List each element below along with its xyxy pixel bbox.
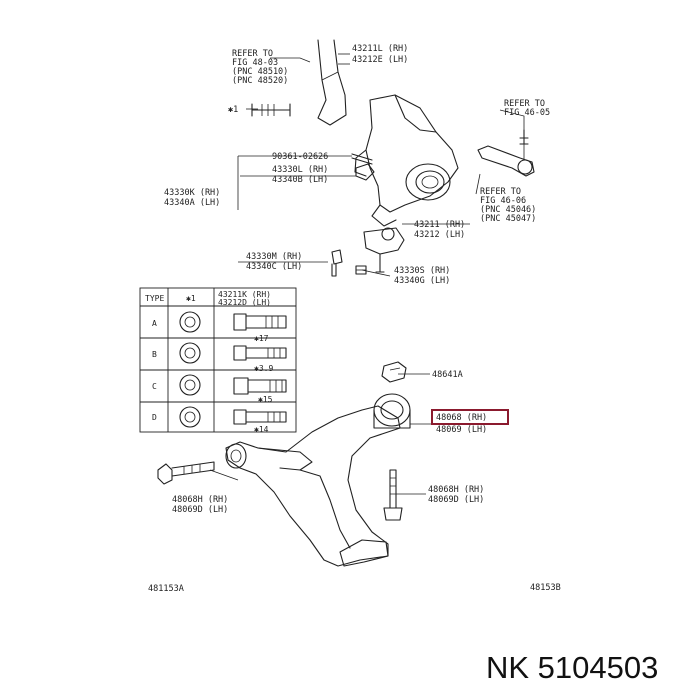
- label-knuckle-lh: 43212E (LH): [352, 55, 408, 65]
- label-bj3-rh: 43330S (RH): [394, 266, 450, 276]
- label-nut: 48641A: [432, 370, 463, 380]
- label-bolt-left-rh: 48068H (RH): [172, 495, 228, 505]
- lower-control-arm-drawing: [225, 393, 411, 567]
- table-row-type: B: [152, 350, 157, 359]
- lock-nut-drawing: [381, 361, 407, 383]
- label-bolt-right-lh: 48069D (LH): [428, 495, 484, 505]
- table-row-type: A: [152, 319, 157, 328]
- part-number-caption: NK 5104503: [486, 650, 658, 685]
- table-row-note: ✱17: [254, 334, 269, 343]
- table-header-rh: 43211K (RH): [218, 290, 271, 299]
- left-arm-bolt-drawing: [157, 461, 215, 485]
- label-refer-right-2: FIG 46-05: [504, 108, 550, 118]
- ball-joint-drawing: [363, 227, 405, 273]
- tie-rod-end-drawing: [477, 129, 535, 177]
- highlight-box: [431, 409, 509, 425]
- label-knuckle-rh: 43211L (RH): [352, 44, 408, 54]
- label-refer-mid-4: (PNC 45047): [480, 214, 536, 224]
- label-bj3-lh: 43340G (LH): [394, 276, 450, 286]
- label-arm-rh: 48068 (RH): [436, 413, 487, 423]
- label-refer-top-3: (PNC 48510): [232, 67, 288, 77]
- label-joint-rh: 43330K (RH): [164, 188, 220, 198]
- table-row-type: C: [152, 382, 157, 391]
- label-code-right: 48153B: [530, 583, 561, 593]
- label-refer-mid-3: (PNC 45046): [480, 205, 536, 215]
- label-bj2-lh: 43340C (LH): [246, 262, 302, 272]
- table-header-lh: 43212D (LH): [218, 298, 271, 307]
- label-refer-mid-1: REFER TO: [480, 187, 521, 197]
- label-refer-top-4: (PNC 48520): [232, 76, 288, 86]
- type-table: TYPE ✱1 43211K (RH) 43212D (LH) A ✱17 B …: [139, 287, 297, 434]
- label-joint-lh: 43340A (LH): [164, 198, 220, 208]
- table-row-note: ✱15: [258, 395, 273, 404]
- table-header-type: TYPE: [145, 294, 164, 303]
- label-bolt-left-lh: 48069D (LH): [172, 505, 228, 515]
- label-refer-mid-2: FIG 46-06: [480, 196, 526, 206]
- label-balljoint-lh: 43212 (LH): [414, 230, 465, 240]
- label-star1: ✱1: [228, 105, 238, 115]
- small-bolt-drawings: [331, 249, 367, 277]
- label-refer-right-1: REFER TO: [504, 99, 545, 109]
- label-refer-top-2: FIG 48-03: [232, 58, 278, 68]
- label-arm-lh: 48069 (LH): [436, 425, 487, 435]
- hub-nut-drawing: [355, 163, 375, 181]
- label-code-left: 481153A: [148, 584, 184, 594]
- cotter-pin-drawing: [351, 153, 373, 165]
- part-labels: REFER TO FIG 48-03 (PNC 48510) (PNC 4852…: [148, 44, 561, 594]
- steering-knuckle-drawing: [251, 39, 459, 227]
- label-bj2-rh: 43330M (RH): [246, 252, 302, 262]
- vertical-arm-bolt-drawing: [383, 469, 403, 521]
- table-row-note: ✱3.9: [254, 364, 273, 373]
- table-row-note: ✱14: [254, 425, 269, 434]
- label-bolt-right-rh: 48068H (RH): [428, 485, 484, 495]
- label-hub-rh: 43330L (RH): [272, 165, 328, 175]
- table-row-type: D: [152, 413, 157, 422]
- table-header-col: ✱1: [186, 294, 196, 303]
- label-hub-lh: 43340B (LH): [272, 175, 328, 185]
- label-balljoint-rh: 43211 (RH): [414, 220, 465, 230]
- label-refer-top-1: REFER TO: [232, 49, 273, 59]
- label-pin: 90361-02626: [272, 152, 328, 162]
- leader-lines: [209, 53, 525, 495]
